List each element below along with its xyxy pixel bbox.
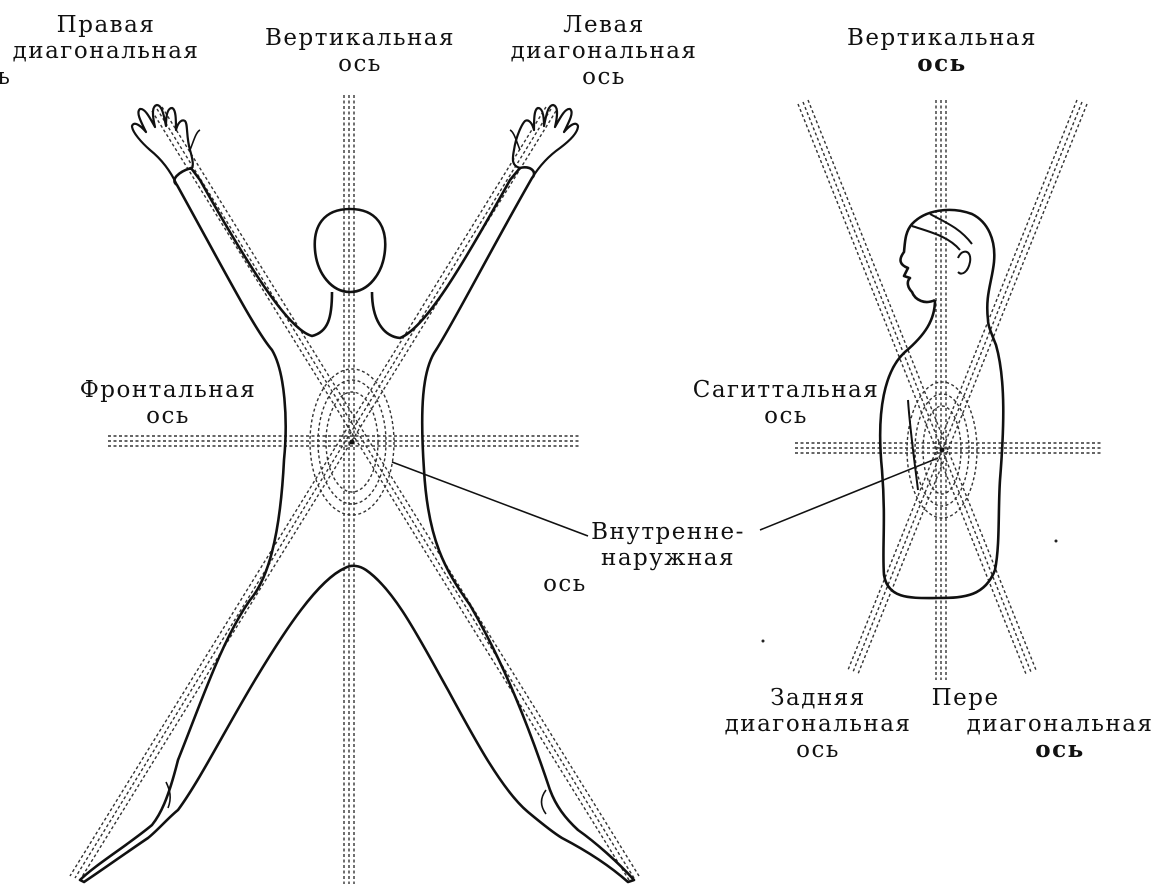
front-left-knee-fold	[542, 790, 547, 814]
front-vertical-axis	[344, 95, 354, 884]
side-center-point	[940, 448, 945, 453]
front-body-outline	[80, 167, 634, 882]
speck	[762, 640, 765, 643]
label-front-vertical-axis: Вертикальная ось	[265, 25, 455, 77]
label-sagittal-axis: Сагиттальная ось	[693, 377, 880, 429]
front-center-point	[350, 440, 355, 445]
label-front-diagonal-axis: Пере диагональная ось	[967, 685, 1154, 763]
label-side-vertical-axis: Вертикальная ось	[847, 25, 1037, 77]
front-right-hand-thumb	[190, 130, 200, 150]
label-left-diagonal-axis: Левая диагональная ось	[511, 12, 698, 90]
side-ear	[958, 252, 970, 274]
front-figure	[70, 95, 639, 884]
side-vertical-axis	[936, 100, 946, 680]
label-frontal-axis: Фронтальная ось	[80, 377, 257, 429]
label-right-diagonal-axis: Правая диагональная ось	[13, 12, 200, 90]
speck	[1055, 540, 1058, 543]
front-left-diagonal-axis	[70, 107, 556, 880]
side-back-diagonal-axis	[848, 100, 1087, 674]
front-right-hand	[132, 105, 193, 185]
label-back-diagonal-axis: Задняя диагональная ось	[725, 685, 912, 763]
front-head	[315, 209, 385, 292]
label-inner-outer-axis: Внутренне- наружная ось	[591, 519, 745, 597]
side-hair	[912, 214, 972, 250]
